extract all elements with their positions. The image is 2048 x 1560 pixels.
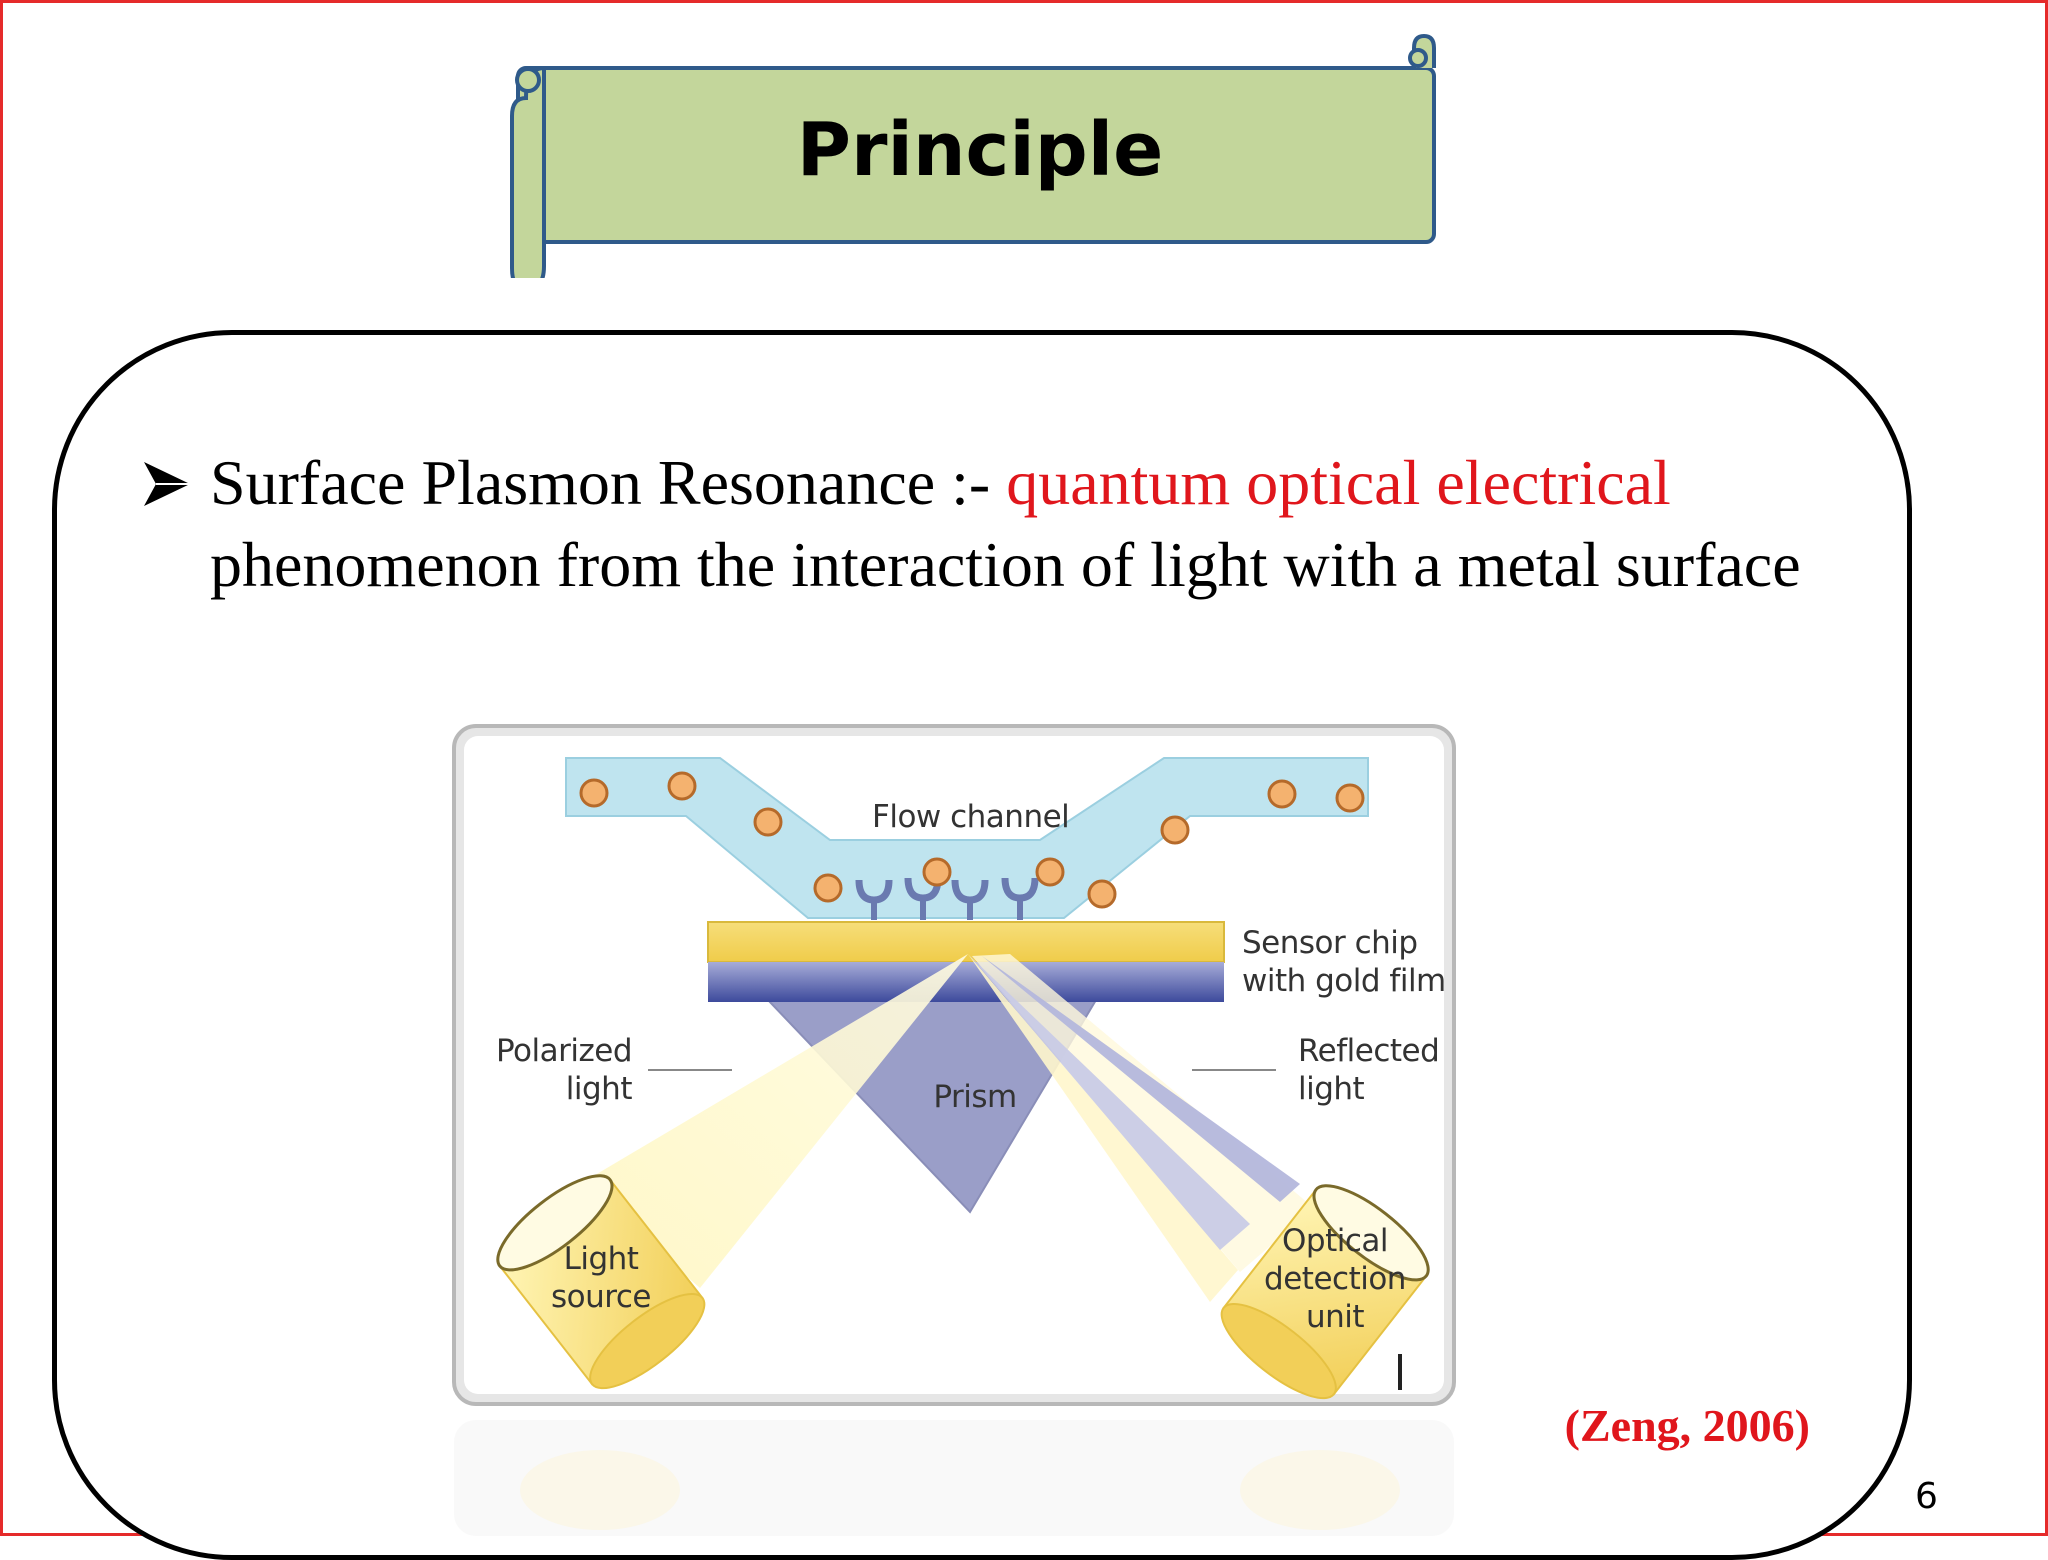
spr-diagram: Flow channel Sensor chip with gold film … — [450, 722, 1460, 1412]
detector-label-line1: Optical — [1282, 1223, 1389, 1259]
sensor-chip-label-line2: with gold film — [1242, 963, 1446, 999]
arrow-bullet-icon — [140, 442, 200, 524]
light-source-label-line1: Light — [563, 1241, 639, 1277]
polarized-light-label-line2: light — [565, 1071, 633, 1107]
flow-channel-label: Flow channel — [872, 799, 1070, 835]
figure-reflection — [450, 1420, 1460, 1536]
bullet-prefix: Surface Plasmon Resonance :- — [210, 447, 1007, 518]
prism-label: Prism — [933, 1079, 1017, 1115]
title-banner: Principle — [500, 28, 1450, 278]
spr-diagram-graphic — [452, 724, 1456, 1406]
sensor-chip-label-line1: Sensor chip — [1242, 925, 1418, 961]
detector-label-line3: unit — [1305, 1299, 1365, 1335]
scroll-banner-shape — [510, 33, 1436, 278]
slide-title: Principle — [796, 107, 1164, 193]
page-number: 6 — [1915, 1476, 1938, 1517]
light-source-label-line2: source — [551, 1279, 651, 1315]
reflected-light-label-line1: Reflected — [1298, 1033, 1440, 1069]
principle-bullet: Surface Plasmon Resonance :- quantum opt… — [140, 442, 1860, 606]
bullet-highlight: quantum optical electrical — [1006, 447, 1671, 518]
citation: (Zeng, 2006) — [1564, 1400, 1810, 1451]
polarized-light-label-line1: Polarized — [495, 1033, 633, 1069]
reflected-light-label-line2: light — [1298, 1071, 1365, 1107]
detector-label-line2: detection — [1264, 1261, 1406, 1297]
bullet-text: Surface Plasmon Resonance :- quantum opt… — [210, 442, 1860, 606]
bullet-rest: phenomenon from the interaction of light… — [210, 529, 1801, 600]
